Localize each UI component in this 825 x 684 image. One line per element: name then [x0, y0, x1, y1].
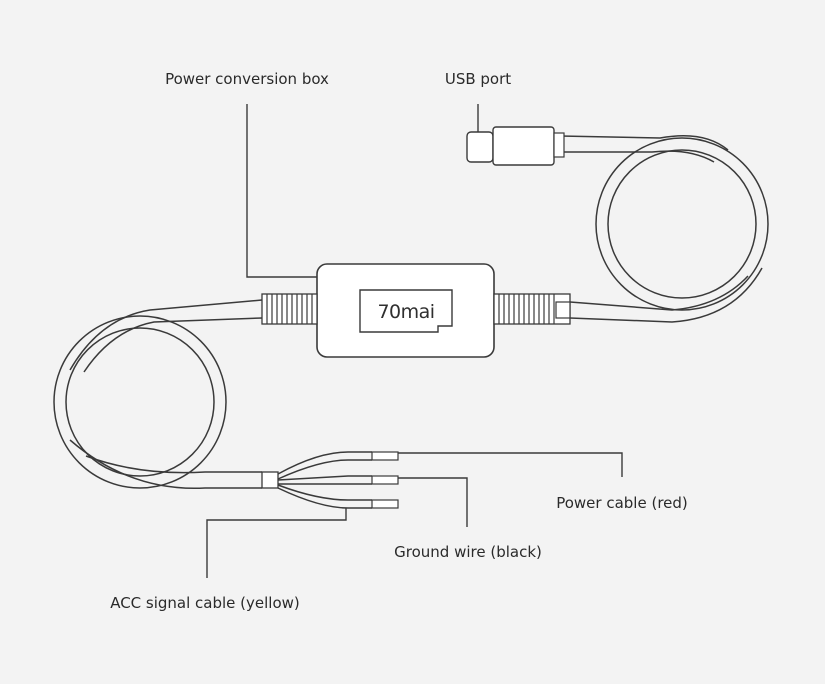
cable-sheath-end: [261, 471, 279, 489]
label-ground-wire: Ground wire (black): [394, 543, 542, 561]
power-conversion-box: 70mai: [316, 263, 495, 358]
usb-cable: [559, 135, 729, 163]
left-upper-cable: [69, 299, 263, 373]
label-power-cable: Power cable (red): [556, 494, 688, 512]
usb-connector: [466, 126, 565, 166]
right-lower-cable: [569, 267, 763, 323]
right-strain-relief: [493, 293, 571, 325]
red-power-wire: [277, 451, 399, 480]
label-acc-signal-cable: ACC signal cable (yellow): [110, 594, 300, 612]
ground-wire-leader-line: [398, 477, 468, 527]
brand-logo-text: 70mai: [377, 301, 434, 323]
right-cable-coil: [595, 137, 769, 311]
acc-cable-leader-line: [206, 508, 347, 578]
power-box-leader-line: [246, 104, 317, 278]
brand-badge: [359, 289, 453, 333]
left-cable-coil: [53, 315, 227, 489]
label-usb-port: USB port: [445, 70, 511, 88]
lower-cable: [69, 439, 262, 490]
black-ground-wire: [277, 475, 399, 485]
power-cable-leader-line: [398, 452, 623, 477]
label-power-conversion-box: Power conversion box: [165, 70, 329, 88]
yellow-acc-wire: [277, 484, 399, 509]
left-strain-relief: [261, 293, 318, 325]
